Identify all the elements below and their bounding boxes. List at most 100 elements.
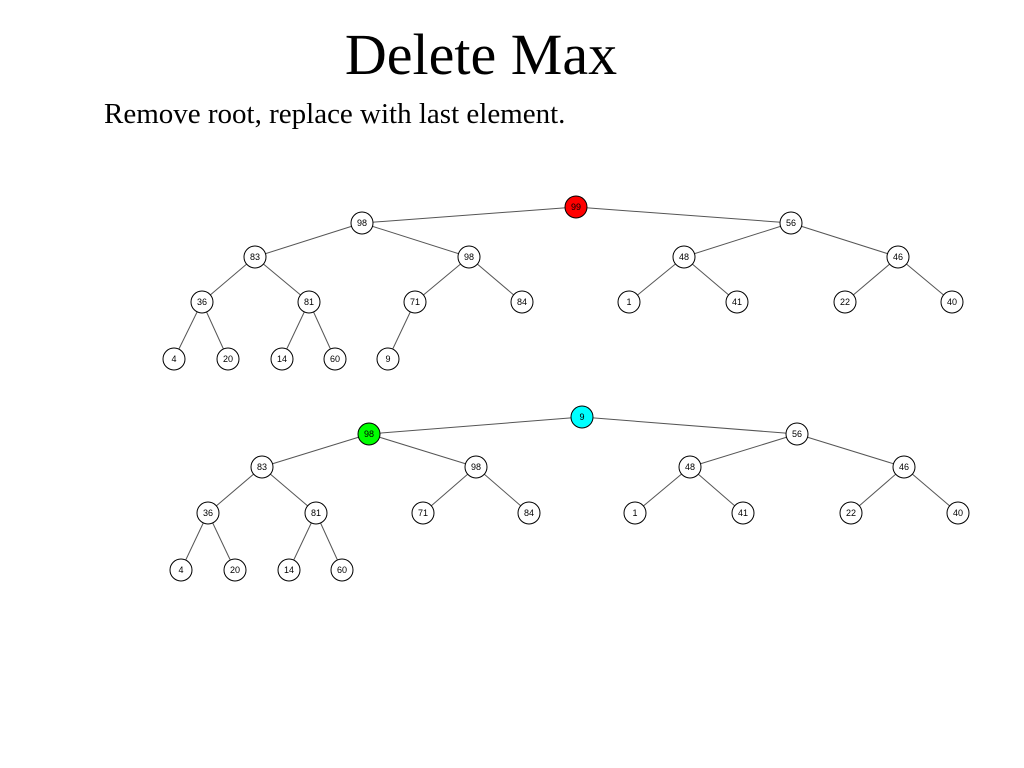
heap-node: 46 — [892, 455, 916, 479]
node-circle — [564, 195, 588, 219]
heap-node: 81 — [297, 290, 321, 314]
node-label: 36 — [203, 508, 213, 518]
node-circle — [623, 501, 647, 525]
node-circle — [672, 245, 696, 269]
tree-edge — [361, 222, 470, 258]
heap-node: 22 — [839, 501, 863, 525]
node-label: 20 — [223, 354, 233, 364]
tree-edge — [207, 466, 263, 514]
heap-node: 60 — [330, 558, 354, 582]
heap-node: 40 — [946, 501, 970, 525]
node-label: 83 — [250, 252, 260, 262]
node-circle — [216, 347, 240, 371]
node-circle — [330, 558, 354, 582]
node-circle — [457, 245, 481, 269]
node-label: 84 — [517, 297, 527, 307]
node-label: 99 — [571, 202, 581, 212]
node-label: 9 — [385, 354, 390, 364]
node-label: 46 — [899, 462, 909, 472]
node-label: 1 — [626, 297, 631, 307]
node-label: 22 — [846, 508, 856, 518]
node-circle — [403, 290, 427, 314]
node-label: 98 — [464, 252, 474, 262]
node-label: 84 — [524, 508, 534, 518]
node-circle — [277, 558, 301, 582]
heap-node: 22 — [833, 290, 857, 314]
heap-node: 83 — [250, 455, 274, 479]
heap-node: 4 — [162, 347, 186, 371]
heap-node: 41 — [725, 290, 749, 314]
node-label: 14 — [277, 354, 287, 364]
heap-node: 98 — [464, 455, 488, 479]
tree-edge — [254, 256, 310, 303]
slide-subtitle: Remove root, replace with last element. — [104, 98, 566, 130]
tree-edge — [475, 466, 530, 514]
node-label: 9 — [579, 412, 584, 422]
node-circle — [886, 245, 910, 269]
node-label: 98 — [471, 462, 481, 472]
tree-edge — [261, 466, 317, 514]
heap-node: 20 — [216, 347, 240, 371]
node-circle — [731, 501, 755, 525]
heap-node: 36 — [190, 290, 214, 314]
tree-edge — [796, 433, 905, 468]
heap-node: 71 — [403, 290, 427, 314]
node-label: 4 — [178, 565, 183, 575]
tree-edge — [201, 256, 256, 303]
node-circle — [617, 290, 641, 314]
node-circle — [678, 455, 702, 479]
node-circle — [323, 347, 347, 371]
node-circle — [357, 422, 381, 446]
heap-node: 99 — [564, 195, 588, 219]
node-circle — [162, 347, 186, 371]
tree-edge — [361, 206, 577, 224]
tree-edge — [790, 222, 899, 258]
node-label: 81 — [311, 508, 321, 518]
node-label: 14 — [284, 565, 294, 575]
heap-node: 14 — [270, 347, 294, 371]
heap-node: 98 — [357, 422, 381, 446]
node-label: 22 — [840, 297, 850, 307]
node-circle — [169, 558, 193, 582]
node-circle — [196, 501, 220, 525]
tree-edge — [683, 256, 738, 303]
node-circle — [350, 211, 374, 235]
node-circle — [833, 290, 857, 314]
tree-edge — [368, 433, 477, 468]
node-circle — [243, 245, 267, 269]
tree-edge — [422, 466, 477, 514]
node-circle — [940, 290, 964, 314]
tree-edge — [897, 256, 953, 303]
heap-node: 84 — [510, 290, 534, 314]
heap-node: 46 — [886, 245, 910, 269]
heap-node: 1 — [623, 501, 647, 525]
node-circle — [376, 347, 400, 371]
node-label: 1 — [632, 508, 637, 518]
node-circle — [190, 290, 214, 314]
tree-edge — [689, 433, 798, 468]
heap-node: 36 — [196, 501, 220, 525]
node-circle — [946, 501, 970, 525]
node-circle — [839, 501, 863, 525]
heap-node: 48 — [678, 455, 702, 479]
slide-title: Delete Max — [344, 22, 618, 87]
node-label: 83 — [257, 462, 267, 472]
tree-edge — [575, 206, 792, 224]
tree-edge — [261, 433, 370, 468]
node-label: 81 — [304, 297, 314, 307]
node-circle — [297, 290, 321, 314]
node-circle — [223, 558, 247, 582]
heap-node: 14 — [277, 558, 301, 582]
tree-edge — [844, 256, 899, 303]
node-circle — [304, 501, 328, 525]
heap-node: 60 — [323, 347, 347, 371]
heap-node: 48 — [672, 245, 696, 269]
node-circle — [270, 347, 294, 371]
tree-edge — [254, 222, 363, 258]
node-circle — [464, 455, 488, 479]
heap-node: 20 — [223, 558, 247, 582]
node-label: 98 — [357, 218, 367, 228]
node-circle — [517, 501, 541, 525]
